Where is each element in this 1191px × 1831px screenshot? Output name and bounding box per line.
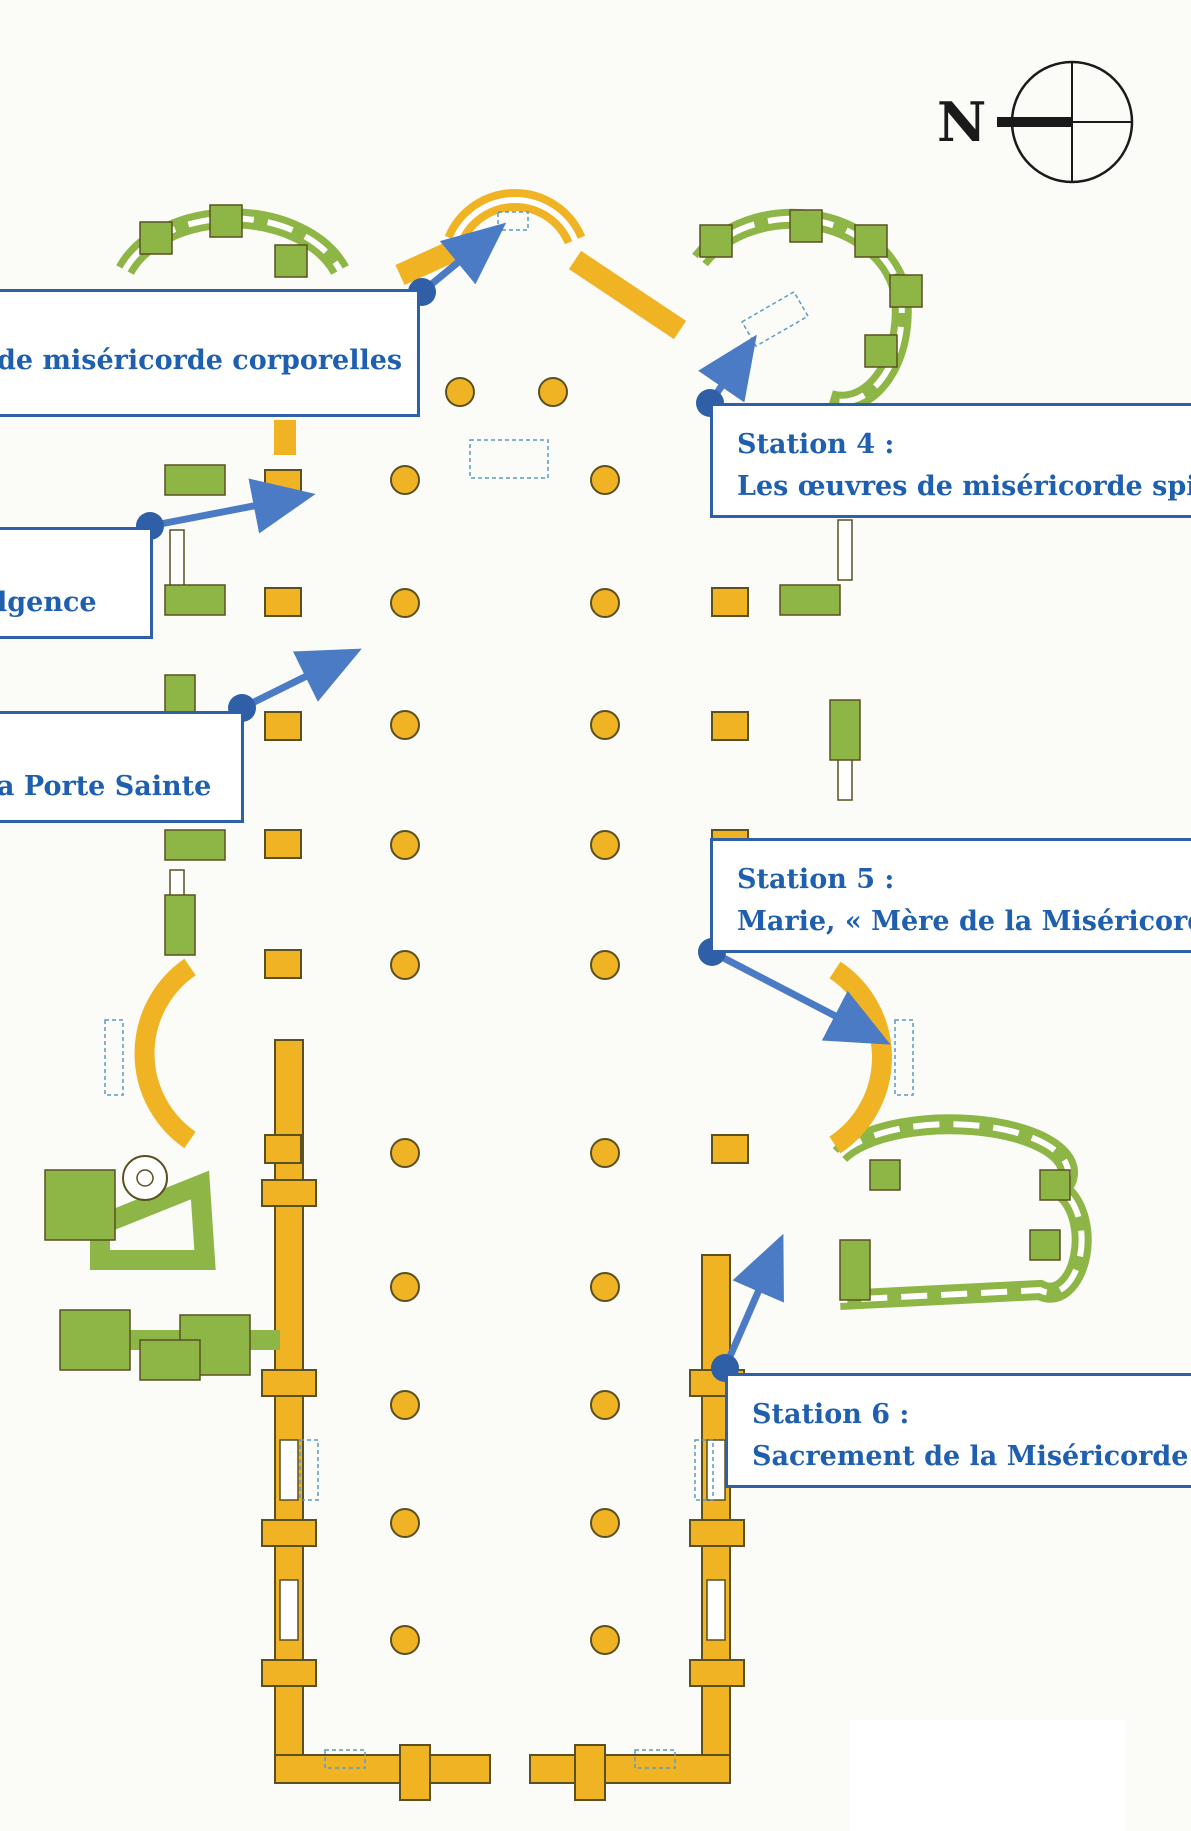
dashed-furniture [104,211,914,1769]
rose-window-stair [122,1155,168,1201]
station-2-callout[interactable]: lgence [0,527,153,639]
nave-walls [261,469,749,1801]
station-1-subtitle: de miséricorde corporelles [0,345,403,376]
nave-pillars [390,377,620,1655]
compass-north-label: N [937,90,987,154]
station-4-callout[interactable]: Station 4 : Les œuvres de miséricorde sp… [710,403,1191,518]
callout-anchor-dots [136,278,739,1382]
north-compass-icon [997,60,1134,184]
blank-patch [850,1720,1125,1831]
station-5-callout[interactable]: Station 5 : Marie, « Mère de la Misérico… [710,838,1191,953]
station-2-subtitle: lgence [0,587,97,618]
station-5-subtitle: Marie, « Mère de la Miséricord [737,906,1191,937]
station-4-subtitle: Les œuvres de miséricorde spiri [737,471,1191,502]
station-1-callout[interactable]: de miséricorde corporelles [0,289,420,417]
station-6-subtitle: Sacrement de la Miséricorde [752,1441,1189,1472]
station-3-callout[interactable]: a Porte Sainte [0,711,244,823]
callout-pointers [149,222,891,1370]
station-6-title: Station 6 : [752,1399,910,1430]
station-6-callout[interactable]: Station 6 : Sacrement de la Miséricorde [725,1373,1191,1488]
station-4-title: Station 4 : [737,429,895,460]
station-3-subtitle: a Porte Sainte [0,771,212,802]
station-5-title: Station 5 : [737,864,895,895]
chapel-buttresses [44,204,1071,1381]
